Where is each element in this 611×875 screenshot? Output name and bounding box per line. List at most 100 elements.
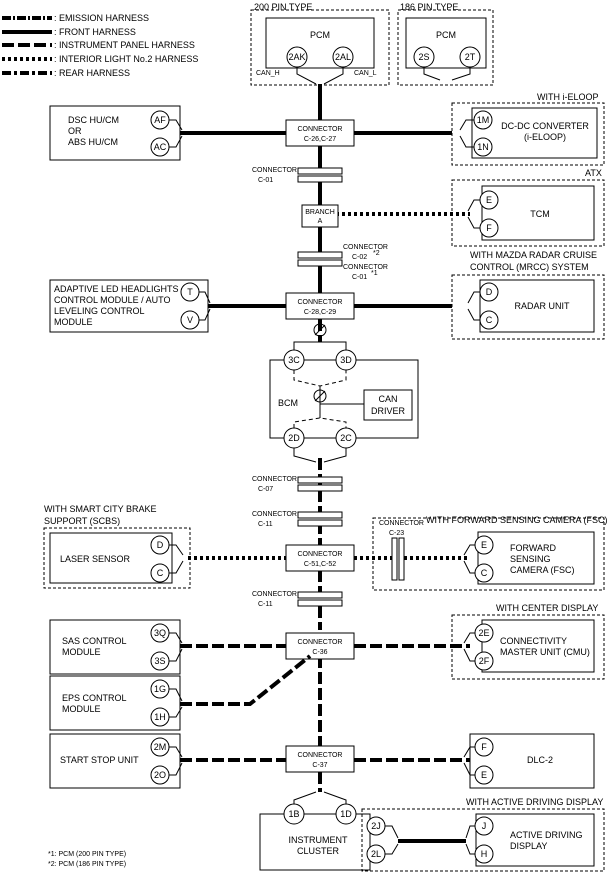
pcm200-canl-wire bbox=[323, 67, 344, 85]
pcm186-name: PCM bbox=[436, 30, 456, 40]
legend-interior-light-label: : INTERIOR LIGHT No.2 HARNESS bbox=[54, 54, 198, 64]
ieloop-title: WITH i-ELOOP bbox=[537, 92, 599, 102]
dlc-twist-b bbox=[463, 762, 475, 776]
cluster-pin-1b-label: 1B bbox=[288, 809, 299, 819]
bcm-out-a bbox=[293, 448, 317, 463]
add-left-twist-a bbox=[385, 825, 399, 839]
ieloop-line2: (i-ELOOP) bbox=[524, 132, 566, 142]
radar-twist-b bbox=[467, 308, 480, 321]
dsc-pin-ac-label: AC bbox=[154, 142, 167, 152]
pcm200-canh-wire bbox=[296, 67, 317, 85]
cluster-line2: CLUSTER bbox=[297, 846, 340, 856]
bcm-termination-slash bbox=[314, 390, 326, 402]
cmu-frame bbox=[451, 614, 605, 680]
cluster-in-b bbox=[323, 791, 347, 804]
connector-c23-line1: CONNECTOR bbox=[379, 520, 424, 527]
ieloop-pin-1m-label: 1M bbox=[477, 115, 490, 125]
connector-c26-line2: C-26,C-27 bbox=[304, 136, 336, 143]
pcm186-title: 186 PIN TYPE bbox=[400, 2, 458, 12]
bcm-top-junction bbox=[293, 341, 347, 350]
pcm200-box bbox=[265, 17, 375, 69]
add-pin-j bbox=[474, 816, 494, 836]
headlight-pin-v-label: V bbox=[187, 315, 193, 325]
headlight-twist-b bbox=[199, 308, 211, 321]
bcm-can-driver-box bbox=[363, 389, 413, 421]
add-right-twist-b bbox=[465, 843, 475, 855]
ieloop-twist-a bbox=[459, 119, 474, 131]
cmu-box bbox=[481, 619, 595, 673]
laser-sensor-name: LASER SENSOR bbox=[60, 554, 131, 564]
fsc-frame bbox=[372, 517, 605, 591]
radar-name: RADAR UNIT bbox=[514, 301, 570, 311]
connector-c07-line2: C-07 bbox=[258, 486, 273, 493]
connector-c23-right bbox=[398, 537, 405, 581]
headlight-line4: MODULE bbox=[54, 317, 93, 327]
connector-c26-line1: CONNECTOR bbox=[298, 126, 343, 133]
legend-ip-label: : INSTRUMENT PANEL HARNESS bbox=[54, 40, 195, 50]
connector-c01-top bbox=[297, 167, 343, 175]
connector-c11b-bottom bbox=[297, 599, 343, 607]
connector-c11b-line1: CONNECTOR bbox=[252, 591, 297, 598]
laser-pin-d-label: D bbox=[157, 540, 164, 550]
fsc-line1: FORWARD bbox=[510, 543, 556, 553]
start-stop-unit-name: START STOP UNIT bbox=[60, 755, 139, 765]
sas-line1: SAS CONTROL bbox=[62, 636, 127, 646]
atx-frame bbox=[451, 179, 605, 247]
pcm200-type-frame bbox=[250, 9, 390, 86]
connector-c36-line1: CONNECTOR bbox=[298, 639, 343, 646]
connector-c26-c27 bbox=[285, 119, 355, 147]
dlc-twist-a bbox=[463, 746, 475, 758]
connector-c11b-top bbox=[297, 591, 343, 599]
cmu-twist-a bbox=[463, 632, 475, 644]
bcm-pin-3d-label: 3D bbox=[340, 355, 352, 365]
cmu-pin-2f-label: 2F bbox=[479, 656, 490, 666]
branch-a-line2: A bbox=[318, 218, 323, 225]
connector-c02-bottom bbox=[297, 259, 343, 267]
dsc-pin-af-label: AF bbox=[154, 115, 166, 125]
headlight-line1: ADAPTIVE LED HEADLIGHTS bbox=[54, 284, 179, 294]
connector-c23-left bbox=[391, 537, 398, 581]
bcm-pin-3c-label: 3C bbox=[288, 355, 300, 365]
connector-c01-note: *1 bbox=[371, 270, 378, 277]
headlight-line3: LEVELING CONTROL bbox=[54, 306, 145, 316]
bcm-name: BCM bbox=[278, 398, 298, 408]
add-frame bbox=[361, 808, 605, 872]
tcm-pin-e-label: E bbox=[486, 195, 492, 205]
sas-twist-a bbox=[169, 632, 183, 644]
ieloop-frame bbox=[451, 102, 605, 166]
ieloop-line1: DC-DC CONVERTER bbox=[501, 121, 589, 131]
dsc-line2: OR bbox=[68, 126, 82, 136]
headlight-twist-a bbox=[199, 291, 211, 304]
connector-c07-line1: CONNECTOR bbox=[252, 476, 297, 483]
connector-c51-line1: CONNECTOR bbox=[298, 551, 343, 558]
add-line1: ACTIVE DRIVING bbox=[510, 830, 583, 840]
bcm-can-driver-line1: CAN bbox=[378, 394, 397, 404]
connector-c37 bbox=[285, 745, 355, 773]
ieloop-pin-1n-label: 1N bbox=[477, 142, 489, 152]
sas-line2: MODULE bbox=[62, 647, 101, 657]
sas-twist-b bbox=[169, 648, 183, 662]
radar-twist-a bbox=[467, 291, 480, 304]
bcm-termination-resistor bbox=[313, 389, 327, 403]
pcm200-pin-2ak-label: 2AK bbox=[288, 52, 305, 62]
connector-c11a-line2: C-11 bbox=[258, 521, 273, 528]
fsc-pin-e-label: E bbox=[481, 540, 487, 550]
connector-c36 bbox=[285, 632, 355, 660]
cmu-line2: MASTER UNIT (CMU) bbox=[500, 647, 590, 657]
connector-c28-line2: C-28,C-29 bbox=[304, 309, 336, 316]
dlc-pin-e-label: E bbox=[481, 770, 487, 780]
legend: : EMISSION HARNESS : FRONT HARNESS : INS… bbox=[2, 13, 198, 78]
cmu-twist-b bbox=[463, 648, 475, 662]
connector-c51-c52 bbox=[285, 544, 355, 572]
dlc-pin-f-label: F bbox=[481, 742, 487, 752]
mrcc-frame bbox=[451, 274, 605, 340]
fsc-box bbox=[477, 531, 595, 585]
scbs-title1: WITH SMART CITY BRAKE bbox=[44, 504, 157, 514]
tcm-pin-f-label: F bbox=[486, 223, 492, 233]
add-pin-h-label: H bbox=[481, 849, 488, 859]
add-line2: DISPLAY bbox=[510, 841, 547, 851]
fsc-twist-b bbox=[463, 560, 475, 574]
bcm-termination-slash-top bbox=[314, 324, 326, 336]
pcm186-pin-2t-label: 2T bbox=[465, 52, 476, 62]
radar-box bbox=[479, 279, 595, 333]
